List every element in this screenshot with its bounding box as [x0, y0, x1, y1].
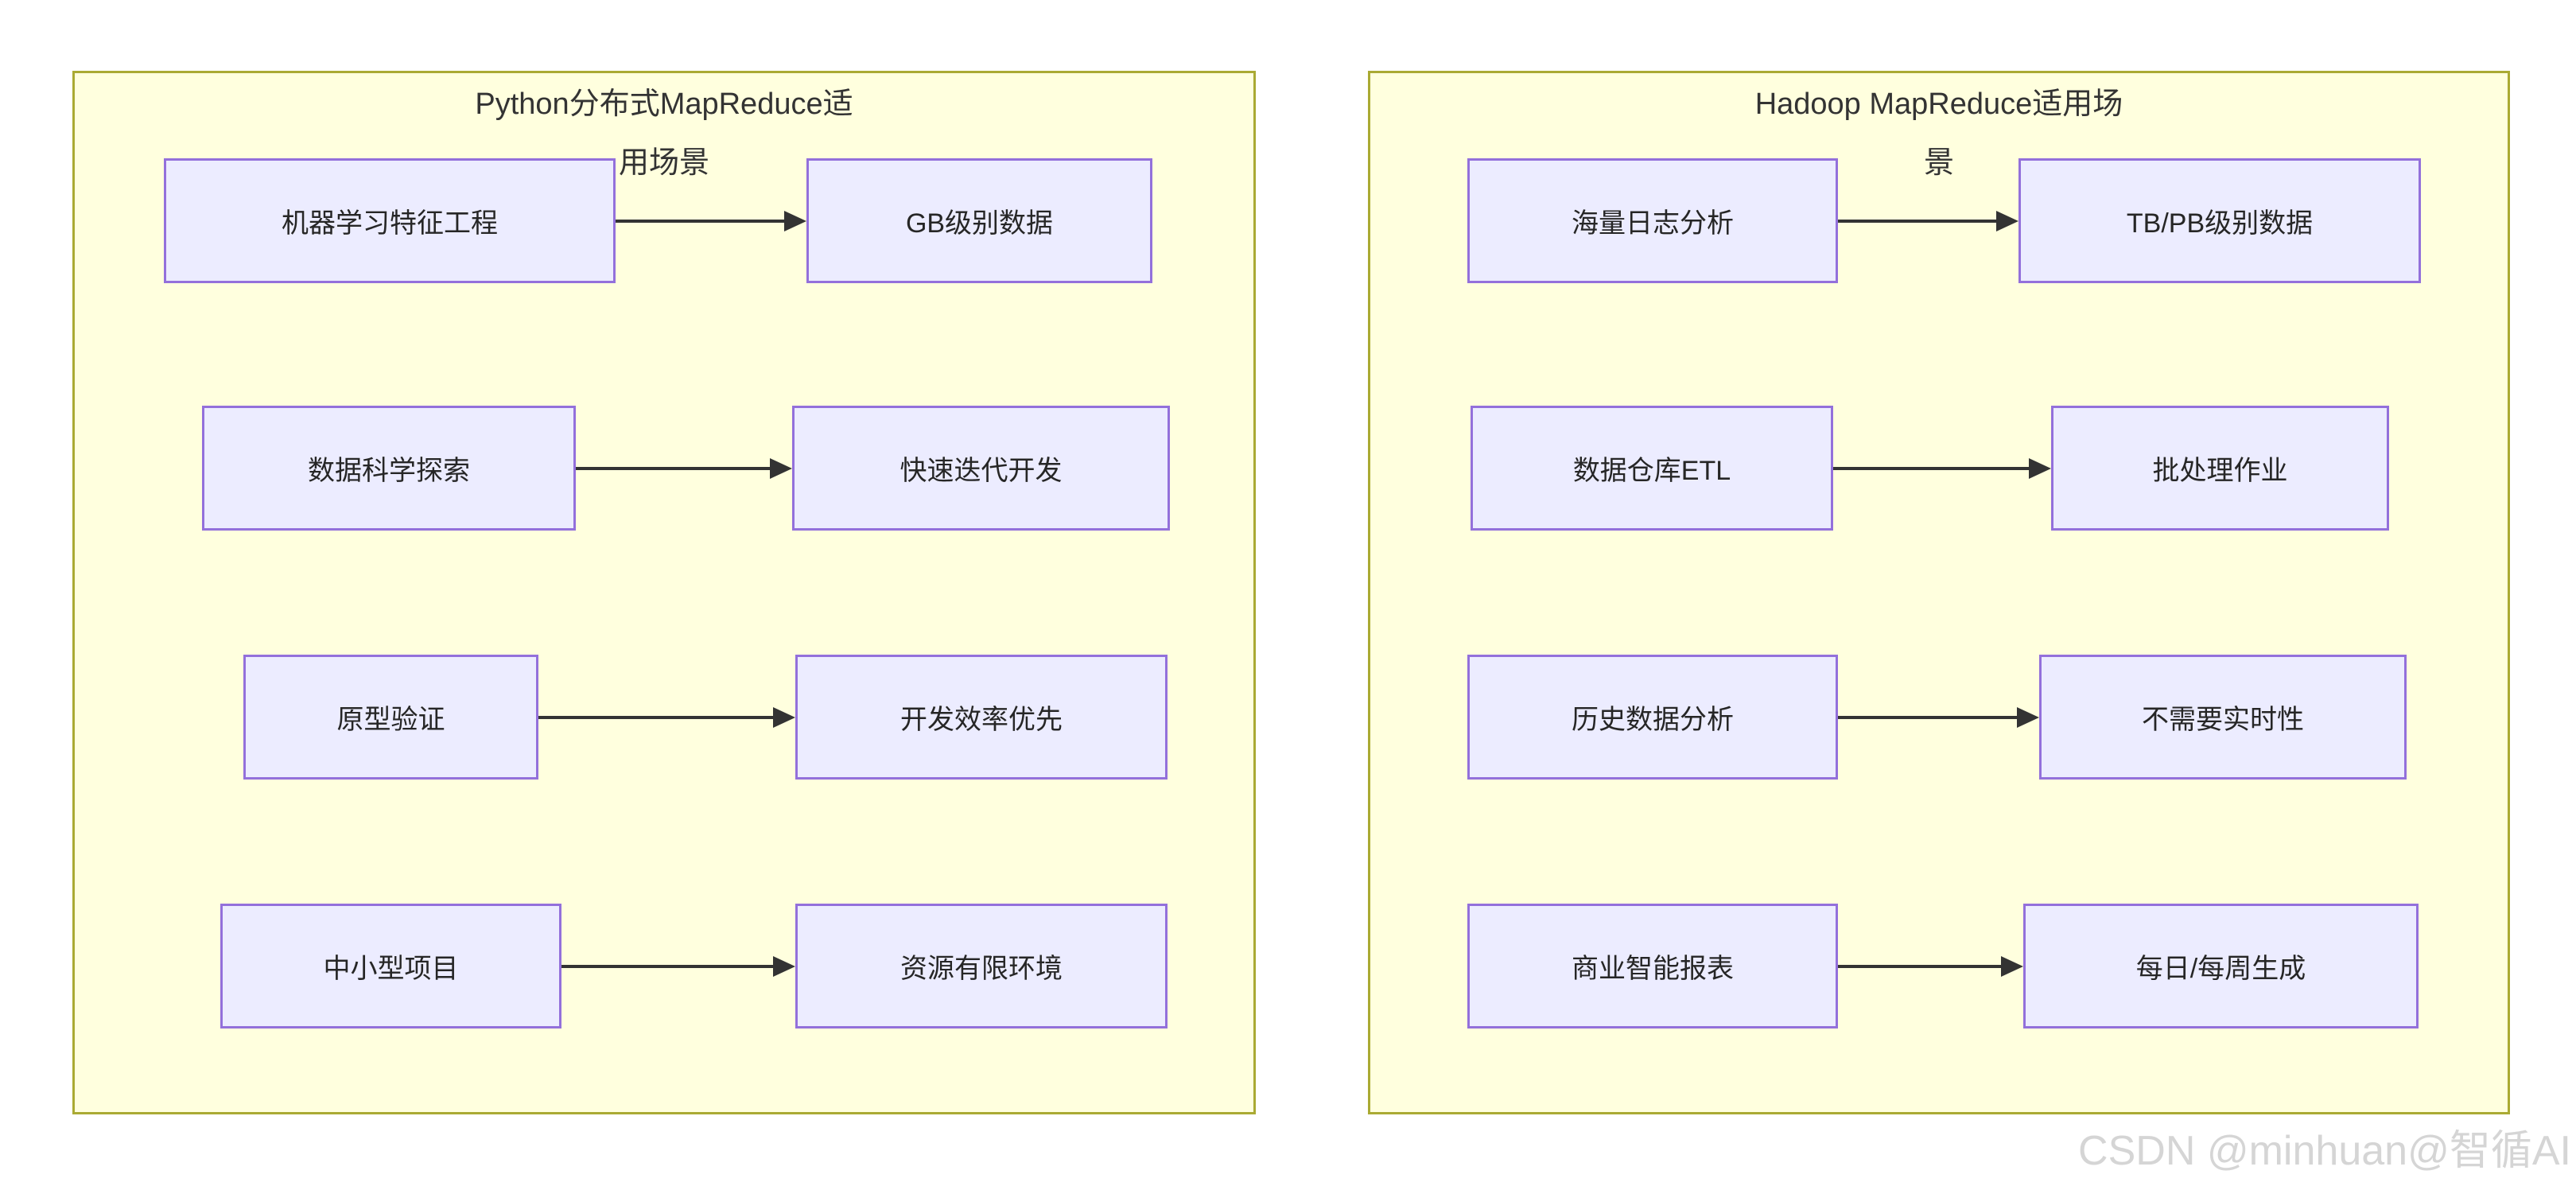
edge-arrow — [1838, 210, 2018, 232]
node-label: 开发效率优先 — [900, 705, 1063, 735]
node-dev-efficiency-first: 开发效率优先 — [795, 655, 1168, 780]
node-label: 原型验证 — [336, 705, 445, 735]
arrow-shaft — [576, 467, 770, 470]
edge-arrow — [616, 210, 806, 232]
node-label: 资源有限环境 — [900, 954, 1063, 984]
arrow-shaft — [1838, 220, 1996, 223]
node-gb-scale-data: GB级别数据 — [806, 158, 1152, 283]
arrow-shaft — [1838, 716, 2017, 719]
panel-title-line: Hadoop MapReduce适用场 — [1754, 87, 2123, 121]
arrow-head-icon — [1996, 211, 2018, 231]
node-no-realtime-needed: 不需要实时性 — [2039, 655, 2407, 780]
node-label: 批处理作业 — [2152, 456, 2288, 486]
arrow-shaft — [561, 965, 773, 968]
panel-hadoop-mapreduce: Hadoop MapReduce适用场 景 海量日志分析 TB/PB级别数据 数… — [1368, 71, 2510, 1114]
node-small-medium-projects: 中小型项目 — [220, 904, 561, 1029]
node-batch-processing-jobs: 批处理作业 — [2051, 406, 2389, 531]
node-label: 中小型项目 — [323, 954, 459, 984]
node-label: GB级别数据 — [905, 208, 1054, 239]
edge-arrow — [1838, 706, 2039, 729]
arrow-head-icon — [2029, 458, 2051, 479]
node-data-warehouse-etl: 数据仓库ETL — [1471, 406, 1833, 531]
watermark: CSDN @minhuan@智循AI — [2078, 1128, 2571, 1174]
node-ml-feature-engineering: 机器学习特征工程 — [164, 158, 616, 283]
arrow-shaft — [538, 716, 773, 719]
edge-arrow — [1833, 457, 2051, 480]
node-tb-pb-scale-data: TB/PB级别数据 — [2018, 158, 2421, 283]
node-label: 历史数据分析 — [1572, 705, 1734, 735]
panel-python-mapreduce: Python分布式MapReduce适 用场景 机器学习特征工程 GB级别数据 … — [72, 71, 1256, 1114]
edge-arrow — [538, 706, 795, 729]
panel-title-line: 用场景 — [618, 146, 709, 180]
edge-arrow — [576, 457, 792, 480]
node-data-science-exploration: 数据科学探索 — [202, 406, 576, 531]
arrow-shaft — [1838, 965, 2001, 968]
arrow-head-icon — [784, 211, 806, 231]
node-prototype-validation: 原型验证 — [243, 655, 538, 780]
node-label: 机器学习特征工程 — [282, 208, 498, 239]
node-label: 海量日志分析 — [1572, 208, 1734, 239]
node-label: 商业智能报表 — [1572, 954, 1734, 984]
node-rapid-iterative-development: 快速迭代开发 — [792, 406, 1170, 531]
panel-title-hadoop: Hadoop MapReduce适用场 景 — [1370, 75, 2508, 192]
node-label: TB/PB级别数据 — [2126, 208, 2314, 239]
arrow-head-icon — [773, 956, 795, 977]
node-daily-weekly-generation: 每日/每周生成 — [2023, 904, 2419, 1029]
arrow-shaft — [1833, 467, 2029, 470]
node-label: 快速迭代开发 — [899, 456, 1063, 486]
panel-title-python: Python分布式MapReduce适 用场景 — [75, 75, 1253, 192]
arrow-shaft — [616, 220, 784, 223]
node-label: 每日/每周生成 — [2135, 954, 2306, 984]
panel-title-line: Python分布式MapReduce适 — [475, 87, 853, 121]
node-label: 数据仓库ETL — [1572, 456, 1731, 486]
arrow-head-icon — [773, 707, 795, 728]
node-business-intelligence-reports: 商业智能报表 — [1467, 904, 1838, 1029]
node-resource-limited-environment: 资源有限环境 — [795, 904, 1168, 1029]
node-label: 不需要实时性 — [2142, 705, 2304, 735]
arrow-head-icon — [2001, 956, 2023, 977]
node-historical-data-analysis: 历史数据分析 — [1467, 655, 1838, 780]
node-massive-log-analysis: 海量日志分析 — [1467, 158, 1838, 283]
edge-arrow — [561, 955, 795, 978]
arrow-head-icon — [2017, 707, 2039, 728]
arrow-head-icon — [770, 458, 792, 479]
panel-title-line: 景 — [1923, 146, 1954, 180]
edge-arrow — [1838, 955, 2023, 978]
node-label: 数据科学探索 — [308, 456, 470, 486]
